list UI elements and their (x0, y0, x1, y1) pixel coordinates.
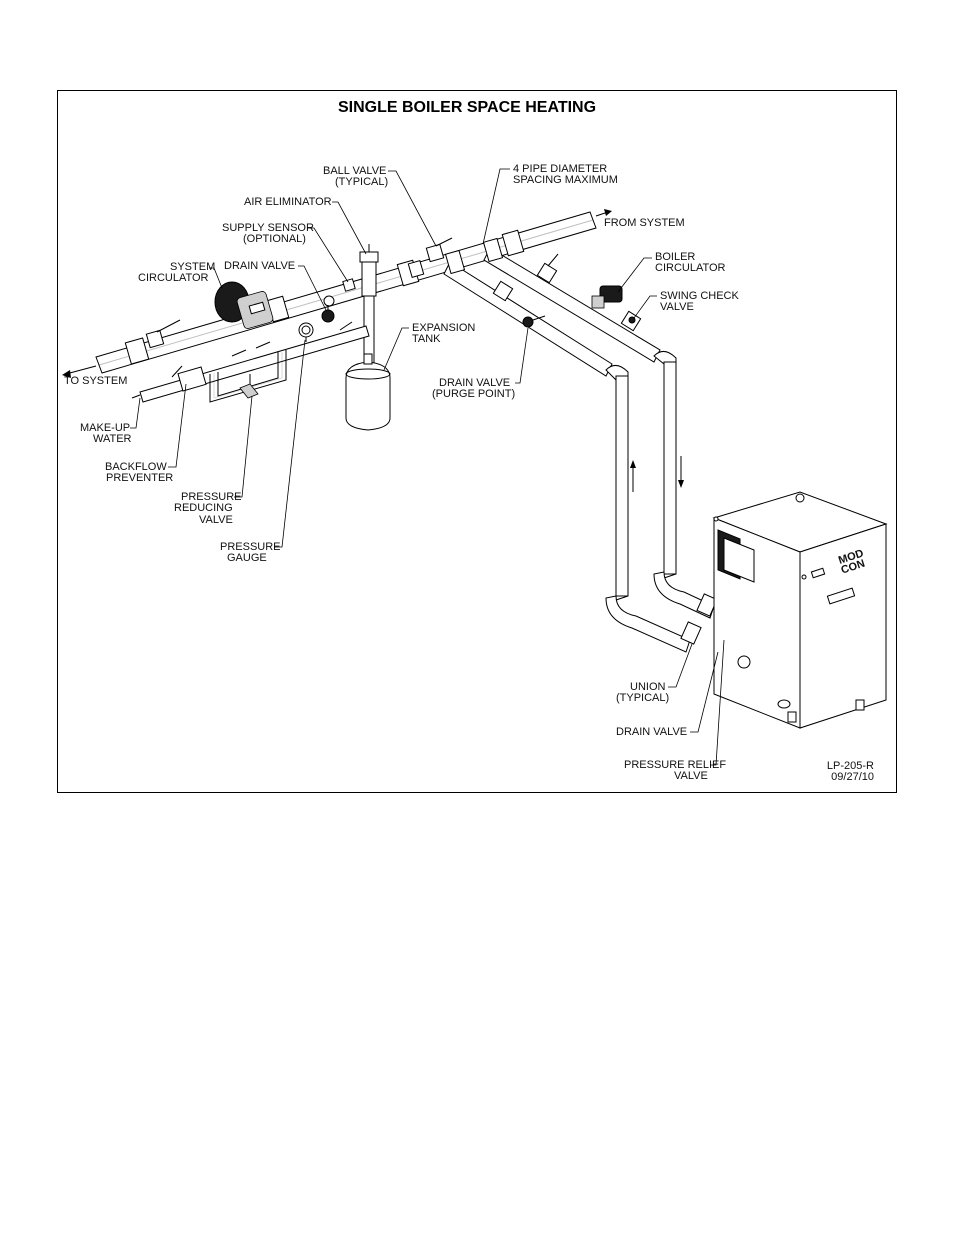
callout-from-system: FROM SYSTEM (604, 217, 685, 229)
label-to-system: TO SYSTEM (64, 375, 127, 387)
callout-system-circulator: SYSTEM CIRCULATOR (138, 261, 223, 289)
drawing-number: LP-205-R (827, 760, 874, 772)
make-up-water-line (131, 321, 370, 403)
label-make-up-water-1: MAKE-UP (80, 422, 130, 434)
callout-ball-valve: BALL VALVE (TYPICAL) (323, 165, 437, 247)
label-drain-valve-boiler: DRAIN VALVE (616, 726, 687, 738)
label-backflow-1: BACKFLOW (105, 461, 167, 473)
label-union-1: UNION (630, 681, 666, 693)
label-backflow-2: PREVENTER (106, 472, 173, 484)
label-union-2: (TYPICAL) (616, 692, 669, 704)
label-ball-valve: BALL VALVE (323, 165, 386, 177)
callout-backflow-preventer: BACKFLOW PREVENTER (105, 383, 187, 484)
diagram-title: SINGLE BOILER SPACE HEATING (338, 99, 596, 116)
diagram-frame (57, 90, 897, 793)
label-drain-valve-purge-1: DRAIN VALVE (439, 377, 510, 389)
callout-boiler-circulator: BOILER CIRCULATOR (617, 251, 726, 293)
callout-drain-valve-boiler: DRAIN VALVE (616, 651, 719, 738)
callout-swing-check: SWING CHECK VALVE (633, 290, 740, 319)
label-make-up-water-2: WATER (93, 433, 132, 445)
label-supply-sensor-optional: (OPTIONAL) (243, 233, 306, 245)
label-supply-sensor: SUPPLY SENSOR (222, 222, 314, 234)
label-expansion-tank-1: EXPANSION (412, 322, 475, 334)
boiler-cabinet: MOD CON (712, 491, 888, 729)
callout-to-system: TO SYSTEM (64, 375, 127, 387)
label-ball-valve-typical: (TYPICAL) (335, 176, 388, 188)
callout-pressure-gauge: PRESSURE GAUGE (220, 339, 306, 564)
label-system-circulator-1: SYSTEM (170, 261, 215, 273)
primary-loop-pipes (443, 237, 661, 377)
expansion-tank (345, 353, 391, 431)
label-air-eliminator: AIR ELIMINATOR (244, 196, 332, 208)
air-eliminator (359, 244, 379, 365)
label-pipe-spacing-2: SPACING MAXIMUM (513, 174, 618, 186)
label-boiler-circulator-1: BOILER (655, 251, 695, 263)
label-prv-3: VALVE (199, 514, 233, 526)
callout-make-up-water: MAKE-UP WATER (80, 397, 141, 445)
callout-pipe-spacing: 4 PIPE DIAMETER SPACING MAXIMUM (482, 163, 618, 245)
callout-drain-valve-top: DRAIN VALVE (224, 260, 327, 311)
label-drain-valve-purge-2: (PURGE POINT) (432, 388, 515, 400)
flow-end-arrows (62, 209, 612, 378)
label-from-system: FROM SYSTEM (604, 217, 685, 229)
callout-pressure-relief: PRESSURE RELIEF VALVE (624, 639, 726, 782)
label-system-circulator-2: CIRCULATOR (138, 272, 209, 284)
callout-pressure-reducing: PRESSURE REDUCING VALVE (174, 395, 253, 526)
callout-air-eliminator: AIR ELIMINATOR (244, 196, 367, 255)
callout-expansion-tank: EXPANSION TANK (383, 322, 475, 371)
label-prv-2: REDUCING (174, 502, 233, 514)
label-boiler-circulator-2: CIRCULATOR (655, 262, 726, 274)
callout-drain-valve-purge: DRAIN VALVE (PURGE POINT) (432, 327, 529, 400)
label-pressure-gauge-1: PRESSURE (220, 541, 281, 553)
system-circulator-pump (214, 281, 274, 329)
label-drain-valve-top: DRAIN VALVE (224, 260, 295, 272)
label-pipe-spacing-1: 4 PIPE DIAMETER (513, 163, 607, 175)
callout-union: UNION (TYPICAL) (616, 643, 693, 704)
label-expansion-tank-2: TANK (412, 333, 441, 345)
drain-valve-top-fitting (321, 278, 356, 323)
label-pressure-relief-1: PRESSURE RELIEF (624, 759, 726, 771)
label-prv-1: PRESSURE (181, 491, 242, 503)
drawing-number-block: LP-205-R 09/27/10 (827, 760, 874, 783)
callout-supply-sensor: SUPPLY SENSOR (OPTIONAL) (222, 222, 349, 283)
label-swing-check-2: VALVE (660, 301, 694, 313)
label-swing-check-1: SWING CHECK (660, 290, 740, 302)
system-supply-pipe (95, 211, 597, 374)
ball-valve-left (145, 319, 181, 349)
label-pressure-relief-2: VALVE (674, 770, 708, 782)
ball-valve-upper (407, 237, 453, 279)
label-pressure-gauge-2: GAUGE (227, 552, 267, 564)
drawing-date: 09/27/10 (831, 771, 874, 783)
